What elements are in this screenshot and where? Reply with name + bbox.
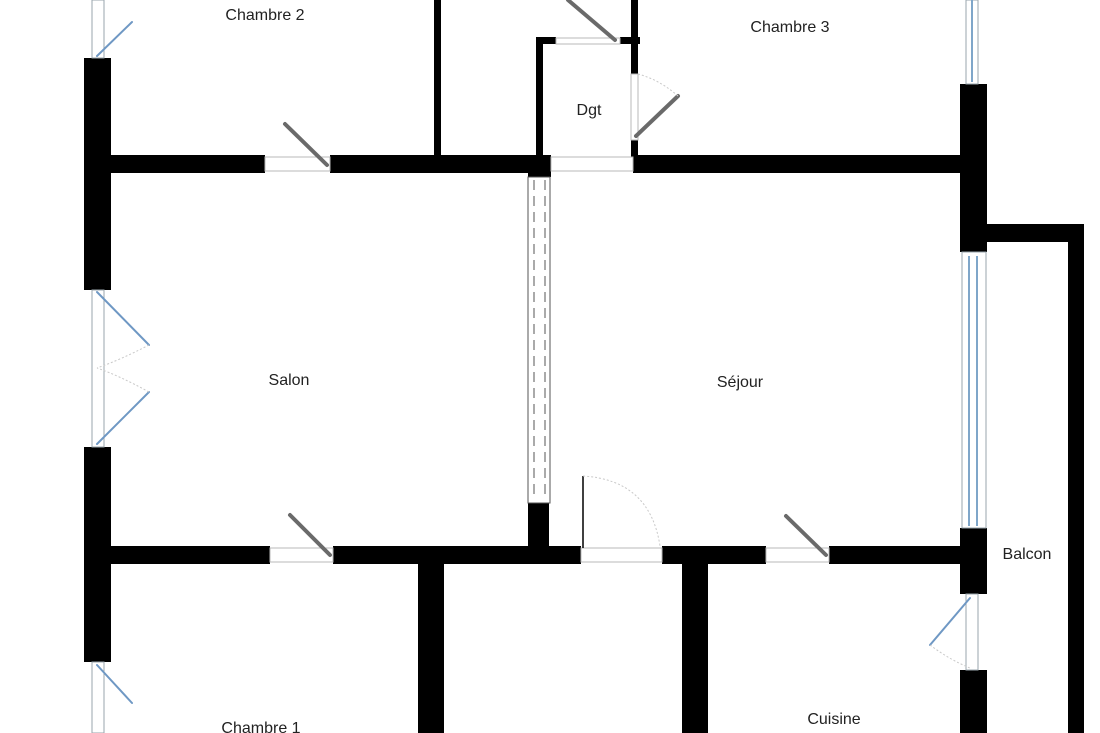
door-frame xyxy=(550,156,634,172)
door-chambre3[interactable] xyxy=(630,73,680,141)
wall-lower-horizontal-2 xyxy=(333,546,581,564)
wall-center-stub-bottom xyxy=(528,503,549,553)
wall-lower-horizontal-1 xyxy=(84,546,270,564)
door-frame xyxy=(264,156,331,172)
wall-left-upper xyxy=(84,58,111,290)
door-leaf xyxy=(784,514,828,557)
door-leaf xyxy=(288,513,332,557)
wall-dgt-top xyxy=(536,37,556,44)
door-frame xyxy=(765,547,830,563)
wall-chambre2-right xyxy=(434,0,441,160)
door-hall[interactable] xyxy=(580,475,663,563)
door-arc xyxy=(637,73,679,97)
window-cuisine[interactable] xyxy=(929,593,979,671)
wall-balcony-right xyxy=(1068,224,1084,733)
door-frame xyxy=(269,547,334,563)
wall-balcony-top xyxy=(987,224,1084,242)
wall-upper-horizontal-2 xyxy=(330,155,551,173)
room-label-dgt: Dgt xyxy=(577,102,602,119)
door-chambre1[interactable] xyxy=(269,513,334,563)
room-label-balcon: Balcon xyxy=(1003,546,1052,563)
window-sash xyxy=(96,21,133,57)
wall-lower-horizontal-3 xyxy=(662,546,766,564)
window-chambre2[interactable] xyxy=(91,0,133,59)
interior-walls xyxy=(84,0,987,733)
window-frame xyxy=(91,0,105,59)
door-leaf xyxy=(566,0,617,42)
door-cuisine[interactable] xyxy=(765,514,830,563)
wall-dgt-right-top xyxy=(631,0,638,74)
door-frame xyxy=(630,73,639,141)
window-chambre3[interactable] xyxy=(965,0,979,85)
wall-right-lower xyxy=(960,670,987,733)
room-label-chambre-2: Chambre 2 xyxy=(225,7,304,24)
room-label-salon: Salon xyxy=(269,372,310,389)
door-leaf xyxy=(634,94,680,138)
wall-dgt-right-bottom xyxy=(631,140,638,160)
window-arc xyxy=(929,644,971,669)
window-frame xyxy=(961,251,987,529)
wall-upper-horizontal-1 xyxy=(84,155,265,173)
room-label-cuisine: Cuisine xyxy=(807,711,860,728)
door-arc xyxy=(582,475,661,547)
window-sash-bottom xyxy=(96,391,150,445)
door-frame xyxy=(555,37,621,45)
window-sash xyxy=(96,664,133,704)
wall-center-stub-top xyxy=(528,155,551,177)
wall-chambre1-right xyxy=(418,556,444,733)
glass-partition xyxy=(527,176,551,504)
door-frame xyxy=(580,547,663,563)
window-frame xyxy=(91,661,105,733)
wall-dgt-left xyxy=(536,37,543,160)
room-label-chambre-1: Chambre 1 xyxy=(221,720,300,733)
window-sash xyxy=(929,597,971,646)
window-sash-top xyxy=(96,291,150,346)
wall-dgt-top-right xyxy=(620,37,640,44)
door-dgt-top[interactable] xyxy=(555,0,621,45)
door-chambre2[interactable] xyxy=(264,122,331,172)
window-salon[interactable] xyxy=(91,289,150,448)
wall-upper-horizontal-3 xyxy=(633,155,987,173)
window-sejour[interactable] xyxy=(961,251,987,529)
room-label-chambre-3: Chambre 3 xyxy=(750,19,829,36)
glass-partition-frame xyxy=(527,176,551,504)
window-frame xyxy=(965,593,979,671)
wall-cuisine-left xyxy=(682,556,708,733)
window-chambre1[interactable] xyxy=(91,661,133,733)
window-arc xyxy=(96,367,150,393)
room-label-sejour: Séjour xyxy=(717,374,764,391)
window-arc xyxy=(96,344,150,369)
door-dgt-sejour[interactable] xyxy=(550,156,634,172)
wall-lower-horizontal-4 xyxy=(829,546,987,564)
door-leaf xyxy=(283,122,329,167)
